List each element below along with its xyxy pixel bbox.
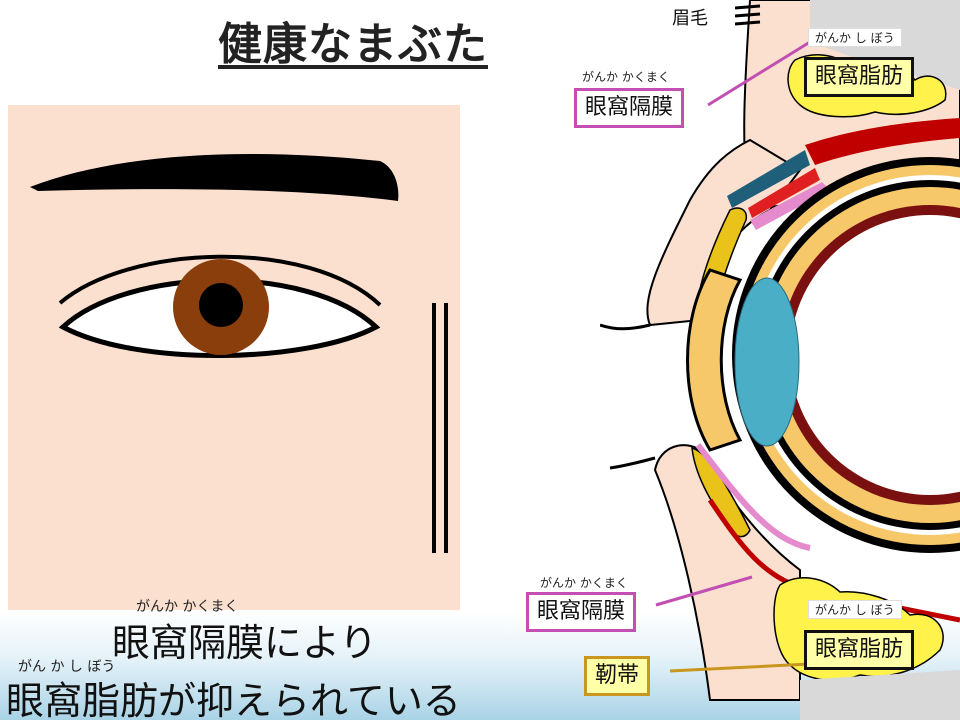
levator-muscle [805, 118, 960, 165]
caption-line2-ruby: がん か し ぼう [18, 659, 116, 675]
lower-septum-ruby: がんか かくまく [540, 576, 628, 590]
cornea [686, 268, 743, 452]
eyebrow-shape [30, 153, 399, 201]
lower-septum-label: 眼窩隔膜 [526, 592, 637, 632]
crystalline-lens [734, 277, 800, 447]
pointer-upper-septum [707, 40, 811, 107]
upper-blue-band [727, 150, 810, 208]
upper-fat-label: 眼窩脂肪 [804, 57, 915, 97]
eyebrow-label: 眉毛 [672, 8, 708, 29]
caption-line1-ruby: がんか かくまく [136, 599, 239, 615]
eyelid-cross-section [600, 0, 960, 720]
vitreous-white [790, 215, 960, 495]
lower-pink-band [695, 443, 811, 551]
upper-eyelash [600, 323, 651, 331]
pupil-circle [199, 283, 243, 327]
lower-eyelash [609, 456, 656, 470]
upper-red-band [748, 168, 820, 218]
page-title: 健康なまぶた [218, 19, 488, 70]
face-front-view [8, 105, 460, 610]
upper-septum-label: 眼窩隔膜 [574, 88, 685, 128]
caption-line1: 眼窩隔膜により [112, 621, 378, 665]
eyelid-crease [58, 254, 382, 307]
cheek-bone [800, 670, 960, 720]
lower-fat-label: 眼窩脂肪 [804, 630, 915, 670]
lower-fat-ruby: がんか し ぼう [808, 600, 902, 619]
caption-line2: 眼窩脂肪が抑えられている [6, 679, 461, 723]
ligament-label: 靭帯 [584, 656, 651, 696]
upper-fat-ruby: がんか し ぼう [808, 28, 902, 47]
upper-septum-ruby: がんか かくまく [582, 70, 670, 84]
eyebrow-hair [734, 4, 761, 26]
lower-lid [653, 444, 801, 701]
pointer-ligament [669, 662, 811, 673]
pointer-lower-septum [655, 575, 753, 607]
upper-pink-band [750, 182, 830, 230]
